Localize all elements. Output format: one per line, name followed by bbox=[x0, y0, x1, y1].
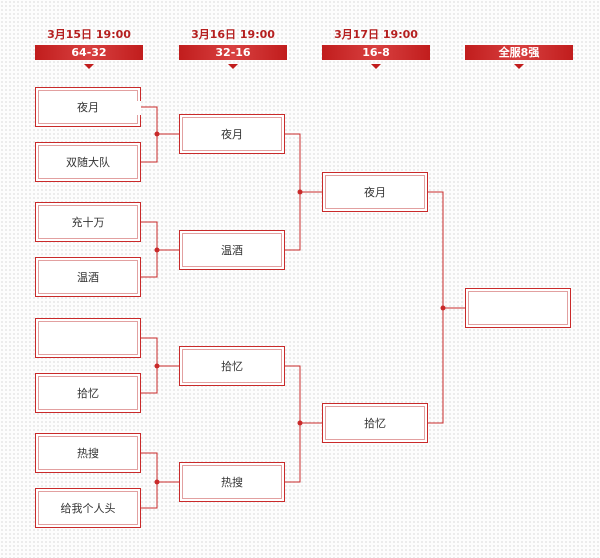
team-name: 热搜 bbox=[221, 476, 243, 489]
team-name: 夜月 bbox=[221, 128, 243, 141]
down-arrow-icon bbox=[228, 64, 238, 69]
down-arrow-icon bbox=[371, 64, 381, 69]
match-slot-r1-2[interactable]: 双随大队 bbox=[35, 142, 141, 182]
connector-notch bbox=[135, 101, 141, 115]
match-slot-r2-2[interactable]: 温酒 bbox=[179, 230, 285, 270]
team-name: 温酒 bbox=[77, 271, 99, 284]
team-name: 拾忆 bbox=[77, 387, 99, 400]
team-name: 夜月 bbox=[364, 186, 386, 199]
match-slot-r3-1[interactable]: 夜月 bbox=[322, 172, 428, 212]
round-header-4: 全服8强 bbox=[465, 28, 573, 69]
match-slot-r1-6[interactable]: 拾忆 bbox=[35, 373, 141, 413]
match-slot-r3-2[interactable]: 拾忆 bbox=[322, 403, 428, 443]
round-header-3: 3月17日 19:00 16-8 bbox=[322, 28, 430, 69]
team-name: 夜月 bbox=[77, 101, 99, 114]
team-name: 双随大队 bbox=[66, 156, 110, 169]
team-name: 温酒 bbox=[221, 244, 243, 257]
round-header-2: 3月16日 19:00 32-16 bbox=[179, 28, 287, 69]
match-slot-r2-1[interactable]: 夜月 bbox=[179, 114, 285, 154]
match-slot-r1-5[interactable] bbox=[35, 318, 141, 358]
round-stage: 32-16 bbox=[179, 45, 287, 60]
round-date: 3月17日 19:00 bbox=[334, 28, 418, 41]
match-slot-r2-4[interactable]: 热搜 bbox=[179, 462, 285, 502]
round-stage: 16-8 bbox=[322, 45, 430, 60]
match-slot-r1-4[interactable]: 温酒 bbox=[35, 257, 141, 297]
round-date: 3月15日 19:00 bbox=[47, 28, 131, 41]
round-header-1: 3月15日 19:00 64-32 bbox=[35, 28, 143, 69]
down-arrow-icon bbox=[84, 64, 94, 69]
team-name: 给我个人头 bbox=[60, 502, 116, 515]
team-name: 充十万 bbox=[71, 216, 105, 229]
round-stage: 全服8强 bbox=[465, 45, 573, 60]
match-slot-r1-3[interactable]: 充十万 bbox=[35, 202, 141, 242]
match-slot-r1-7[interactable]: 热搜 bbox=[35, 433, 141, 473]
round-stage: 64-32 bbox=[35, 45, 143, 60]
match-slot-final[interactable] bbox=[465, 288, 571, 328]
team-name: 拾忆 bbox=[364, 417, 386, 430]
team-name bbox=[466, 289, 570, 327]
down-arrow-icon bbox=[514, 64, 524, 69]
team-name: 热搜 bbox=[77, 447, 99, 460]
team-name bbox=[36, 319, 140, 357]
round-date: 3月16日 19:00 bbox=[191, 28, 275, 41]
match-slot-r2-3[interactable]: 拾忆 bbox=[179, 346, 285, 386]
match-slot-r1-8[interactable]: 给我个人头 bbox=[35, 488, 141, 528]
match-slot-r1-1[interactable]: 夜月 bbox=[35, 87, 141, 127]
team-name: 拾忆 bbox=[221, 360, 243, 373]
